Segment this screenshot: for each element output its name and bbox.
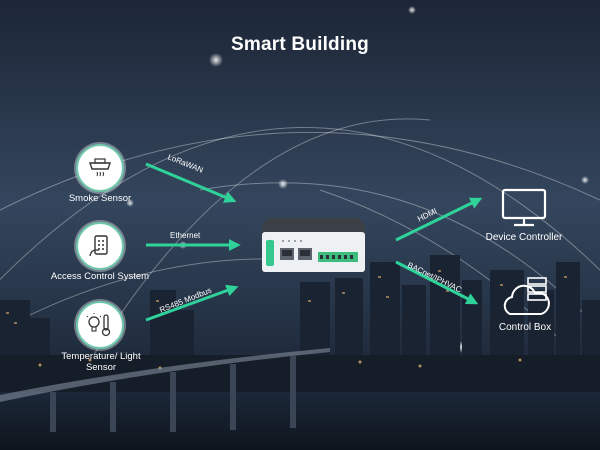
smoke-sensor-label: Smoke Sensor [68, 193, 132, 204]
ethernet-label: Ethernet [170, 231, 201, 240]
temperature-light-node [76, 301, 124, 349]
smoke-sensor-node [76, 144, 124, 192]
hdmi-arrow [395, 197, 483, 242]
smoke-detector-icon [89, 158, 111, 177]
access-keypad-icon [89, 235, 108, 257]
device-controller-label: Device Controller [485, 232, 563, 243]
diagram-title: Smart Building [231, 34, 369, 55]
gateway-device [262, 218, 365, 272]
access-control-node [76, 222, 124, 270]
rs485-arrow [145, 284, 239, 322]
lorawan-arrow [145, 162, 237, 203]
temperature-light-label: Temperature/ Light Sensor [61, 351, 141, 373]
thermometer-bulb-icon [86, 313, 111, 337]
cloud-server-icon [503, 277, 550, 315]
control-box-label: Control Box [498, 322, 552, 333]
access-control-label: Access Control System [50, 271, 150, 282]
bacnet-arrow [395, 260, 479, 305]
monitor-icon [501, 188, 547, 227]
